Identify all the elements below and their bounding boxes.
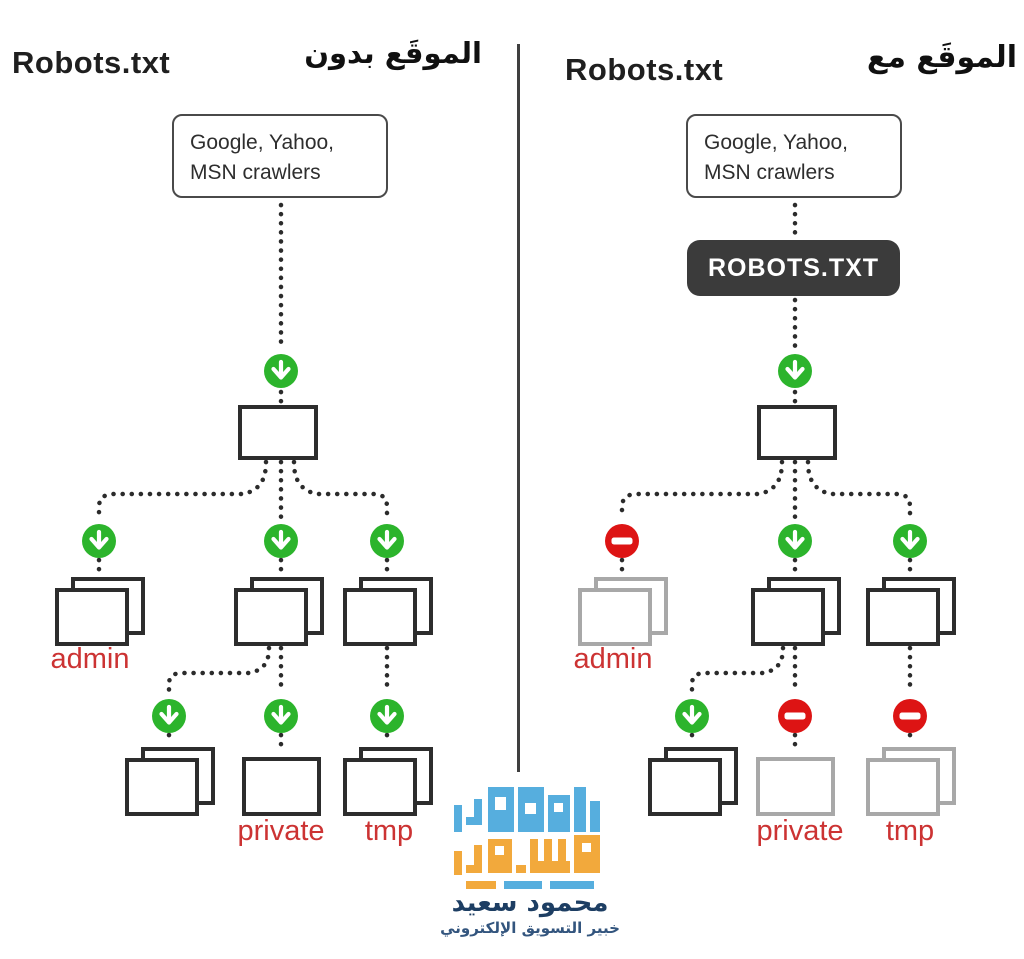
allow-arrow-icon [369, 698, 405, 734]
folder-stack-icon-tmp-blocked [866, 747, 956, 816]
page-front [55, 588, 129, 646]
folder-stack-icon-admin-blocked [578, 577, 668, 646]
right-crawler-box: Google, Yahoo, MSN crawlers [686, 114, 902, 198]
deny-no-entry-icon [892, 698, 928, 734]
watermark-logo [452, 787, 602, 889]
folder-stack-icon [866, 577, 956, 646]
deny-no-entry-icon [604, 523, 640, 559]
allow-arrow-icon [369, 523, 405, 559]
folder-stack-icon [234, 577, 324, 646]
crawler-box-line2: MSN crawlers [704, 161, 835, 185]
folder-label-private: private [756, 815, 844, 847]
folder-stack-icon-admin [55, 577, 145, 646]
page-front [866, 758, 940, 816]
page-front [343, 758, 417, 816]
folder-label-admin: admin [573, 643, 653, 675]
folder-icon-private-blocked [756, 757, 835, 816]
page-front [866, 588, 940, 646]
page-front [234, 588, 308, 646]
left-website-root-box [238, 405, 318, 460]
folder-stack-icon-tmp [343, 747, 433, 816]
allow-arrow-icon [81, 523, 117, 559]
folder-stack-icon [648, 747, 738, 816]
kufic-logo-mark [454, 787, 600, 889]
left-panel-title: Robots.txt [12, 45, 171, 80]
page-front [343, 588, 417, 646]
allow-arrow-icon [777, 353, 813, 389]
allow-arrow-icon [263, 698, 299, 734]
allow-arrow-icon [777, 523, 813, 559]
folder-label-private: private [237, 815, 325, 847]
crawler-box-line1: Google, Yahoo, [704, 131, 849, 154]
folder-label-admin: admin [50, 643, 130, 675]
folder-label-tmp: tmp [364, 815, 414, 847]
page-front [578, 588, 652, 646]
page-front [751, 588, 825, 646]
folder-stack-icon [125, 747, 215, 816]
crawler-box-line2: MSN crawlers [190, 161, 321, 185]
page-front [648, 758, 722, 816]
watermark-name: محمود سعيد [451, 888, 609, 918]
allow-arrow-icon [151, 698, 187, 734]
robots-txt-file-box: ROBOTS.TXT [687, 240, 900, 296]
page-front [125, 758, 199, 816]
allow-arrow-icon [263, 353, 299, 389]
deny-no-entry-icon [777, 698, 813, 734]
left-panel-arabic-title: الموقَع بدون [304, 36, 482, 70]
allow-arrow-icon [892, 523, 928, 559]
right-website-root-box [757, 405, 837, 460]
panel-divider [517, 44, 520, 772]
allow-arrow-icon [263, 523, 299, 559]
folder-stack-icon [343, 577, 433, 646]
right-panel-arabic-title: الموقَع مع [866, 40, 1017, 75]
allow-arrow-icon [674, 698, 710, 734]
folder-stack-icon [751, 577, 841, 646]
left-crawler-box: Google, Yahoo, MSN crawlers [172, 114, 388, 198]
folder-icon-private [242, 757, 321, 816]
watermark-tagline: خبير التسويق الإلكتروني [440, 919, 620, 937]
folder-label-tmp: tmp [885, 815, 935, 847]
right-panel-title: Robots.txt [565, 52, 724, 87]
crawler-box-line1: Google, Yahoo, [190, 131, 335, 154]
